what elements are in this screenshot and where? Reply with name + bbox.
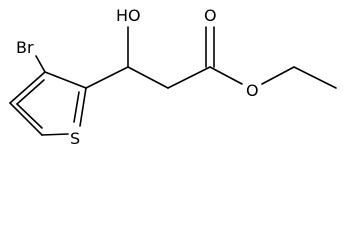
bond-c5-s: [41, 133, 69, 136]
bond-c3-c2: [44, 71, 87, 89]
bond-c4-c5-inner: [16, 103, 43, 129]
thiophene-ring: [9, 71, 87, 136]
bond-s-c2-inner: [73, 91, 80, 123]
structure-diagram: Br HO O O S: [9, 6, 337, 148]
bond-ch2-carbonyl: [167, 66, 211, 89]
bond-carbonyl-ester-o: [209, 66, 243, 85]
hydroxyl-label: HO: [116, 6, 141, 25]
ester-oxygen-label: O: [246, 81, 259, 100]
bond-choh-ch2: [127, 66, 169, 89]
bromine-label: Br: [16, 38, 34, 57]
molecule-drawing: Br HO O O S: [9, 6, 337, 148]
bond-c3-br: [35, 55, 46, 73]
bond-c3-c4: [9, 71, 46, 104]
sulfur-label: S: [70, 129, 80, 148]
bond-c2-choh: [85, 66, 129, 89]
bond-ester-o-ch2: [261, 66, 295, 85]
bond-c3-c4-inner: [16, 79, 45, 105]
bond-s-c2: [79, 87, 87, 127]
bond-ch2-ch3: [293, 66, 337, 89]
bond-c4-c5: [9, 102, 43, 136]
carbonyl-oxygen-label: O: [204, 6, 217, 25]
